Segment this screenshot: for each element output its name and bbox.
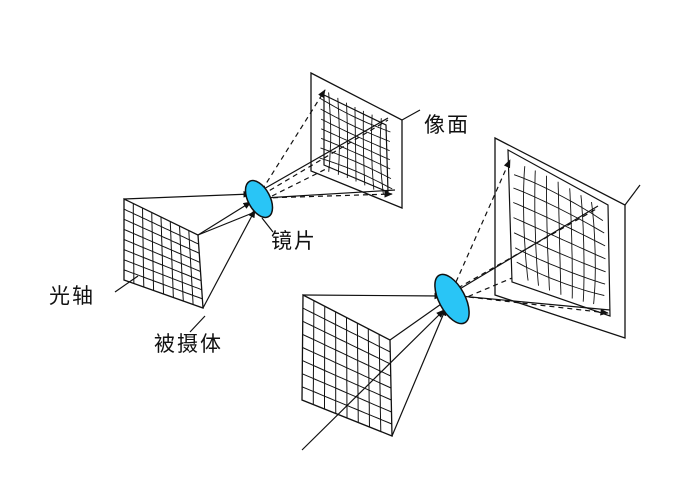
- subject-leader: [189, 315, 206, 333]
- grid-line: [302, 373, 392, 413]
- grid-line: [356, 323, 359, 423]
- grid-line: [513, 232, 606, 273]
- grid-line: [123, 269, 203, 300]
- grid-line: [319, 157, 393, 190]
- grid-line: [123, 239, 201, 272]
- left-rays: [123, 89, 396, 309]
- right-lens: [434, 273, 470, 325]
- left-lens: [244, 179, 274, 219]
- grid-line: [179, 225, 184, 302]
- grid-line: [580, 195, 585, 302]
- right-image-grid: [507, 148, 611, 317]
- grid-line: [320, 137, 391, 170]
- grid-line: [362, 110, 366, 186]
- subject-label: 被摄体: [154, 332, 223, 356]
- grid-line: [321, 128, 390, 161]
- right-image-plane-leader: [624, 184, 641, 206]
- grid-line: [302, 347, 392, 389]
- optical-axis-leader: [114, 275, 139, 293]
- grid-line: [569, 188, 573, 299]
- right-object-grid: [301, 293, 393, 437]
- grid-line: [516, 261, 605, 296]
- grid-line: [123, 249, 202, 282]
- grid-line: [514, 247, 606, 285]
- grid-line: [367, 328, 370, 428]
- left-optical-system: [114, 71, 421, 333]
- grid-line: [378, 334, 382, 432]
- grid-line: [513, 217, 606, 260]
- right-optical-system: [301, 136, 641, 451]
- optical-axis-label: 光轴: [49, 284, 95, 308]
- grid-line: [123, 259, 202, 291]
- grid-line: [302, 360, 392, 401]
- grid-line: [188, 230, 194, 305]
- left-object-grid: [123, 197, 204, 309]
- grid-line: [169, 221, 174, 298]
- lens-label: 镜片: [271, 229, 317, 253]
- grid-line: [379, 118, 384, 195]
- left-image-grid: [319, 92, 393, 195]
- left-image-plane-leader: [401, 109, 421, 121]
- image-plane-label: 像面: [424, 113, 470, 137]
- grid-line: [591, 202, 596, 305]
- lens-leader: [261, 217, 274, 233]
- right-rays: [301, 159, 611, 451]
